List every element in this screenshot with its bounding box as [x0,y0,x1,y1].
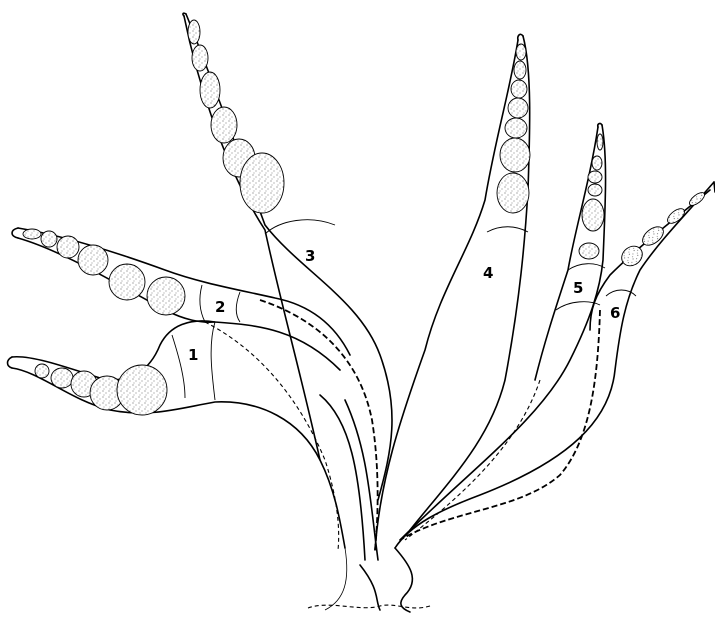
branch-4-cell [500,138,530,172]
branch-6-upper-edge [590,190,710,330]
branch-2-cell [78,245,108,275]
branch-4: 4 [375,34,530,550]
branch-1-cell [51,368,73,388]
branch-3-wall [265,220,335,234]
branch-3-cell [192,45,208,71]
branch-5-cell [592,156,602,170]
branch-1-wall [211,322,215,400]
stem [308,395,430,612]
label-6: 6 [610,304,620,322]
branch-3-cell [240,153,284,213]
label-5: 5 [573,279,583,297]
branch-4-left-edge [375,40,518,550]
branch-5-cell [582,199,604,231]
branch-2-wall [200,285,205,322]
branch-6-lower-edge [395,182,714,548]
stem-base-dashed [308,605,430,608]
branch-1-cell [35,364,49,378]
label-1: 1 [188,346,198,364]
branch-5-tip [598,124,602,127]
branch-3-dashed-trace [260,300,378,550]
branch-5-wall [568,264,605,270]
label-3: 3 [305,247,315,265]
branch-5-cell [588,184,602,196]
branch-1-tip [8,357,13,368]
label-4: 4 [483,264,493,282]
branch-1-wall [172,335,185,398]
branch-4-cell [516,44,526,60]
branch-6-cell [687,190,706,207]
stem-thin-line [325,548,347,610]
branch-3-tip [183,13,186,16]
branch-4-cell [505,118,527,138]
branch-4-cell [497,173,529,213]
branch-4-cell [511,80,527,98]
branch-4-cell [514,61,526,79]
branch-2-wall [236,292,240,322]
branch-4-wall [487,227,528,232]
branch-2-cell [23,229,41,239]
branch-3-cell [200,72,220,108]
branch-2-cell [147,277,185,315]
label-2: 2 [215,298,225,316]
branch-2: 2 [12,228,350,550]
branch-4-tip [518,34,523,40]
branch-1-cell [117,365,167,415]
branch-3-cell [188,20,200,44]
branch-2-dashed-trace [205,322,339,550]
branch-2-cell [109,264,145,300]
stem-base-left [360,565,380,610]
branch-2-tip [12,228,18,238]
branch-3-cell [211,107,237,143]
branch-5-cell [588,171,602,183]
branch-1-lower-edge [12,368,345,548]
branch-6: 6 [395,182,715,548]
branch-5-cell [579,243,599,259]
branch-2-cell [57,236,79,258]
branch-4-cell [508,98,528,118]
stem-base-right [395,548,412,612]
branch-3: 3 [183,13,392,550]
branch-2-cell [41,231,57,247]
branch-5-cell [597,134,603,150]
